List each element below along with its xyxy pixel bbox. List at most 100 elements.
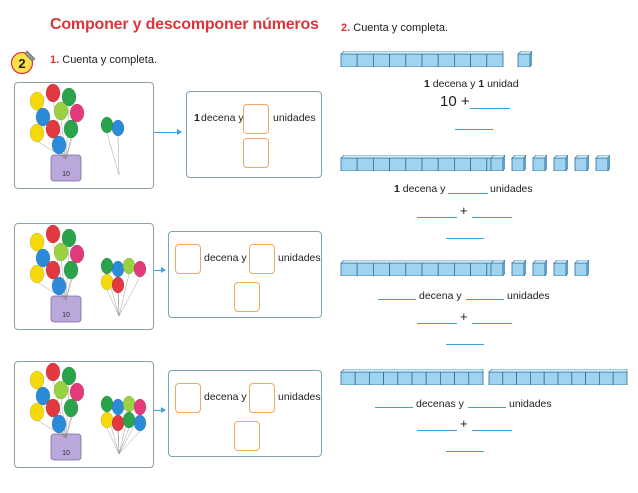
balloon (133, 414, 147, 432)
page-title: Componer y descomponer números (50, 16, 319, 33)
units-answer-box[interactable] (243, 104, 269, 134)
balloon (53, 101, 69, 121)
balloon (29, 402, 45, 422)
unit-cube-icon (517, 51, 532, 67)
tens-label: decena y (204, 391, 247, 403)
ex2-row1-line2: 10 + (440, 93, 470, 110)
total-answer-box[interactable] (234, 282, 260, 312)
answer-blank[interactable] (446, 344, 484, 345)
answer-blank[interactable] (417, 430, 457, 431)
balloon (53, 380, 69, 400)
total-answer-box[interactable] (234, 421, 260, 451)
balloon (111, 260, 125, 278)
balloon (111, 276, 125, 294)
balloon (51, 276, 67, 296)
unit-cube-icon (595, 155, 610, 171)
exercise2-heading: 2. Cuenta y completa. (341, 22, 449, 34)
balloon (29, 91, 45, 111)
units-label: unidades (278, 252, 321, 264)
unit-cube-icon (511, 155, 526, 171)
answer-blank[interactable] (448, 193, 488, 194)
balloon (111, 119, 125, 137)
bag-label: 10 (62, 312, 70, 319)
balloon (35, 386, 51, 406)
units-answer-box[interactable] (249, 244, 275, 274)
balloon-bunch-illustration: 10 (29, 362, 147, 461)
answer-blank[interactable] (455, 129, 493, 130)
answer-blank[interactable] (417, 217, 457, 218)
tens-answer-box[interactable] (175, 383, 201, 413)
answer-blank[interactable] (466, 299, 504, 300)
unit-badge-icon: 2 (10, 49, 36, 75)
balloon (61, 87, 77, 107)
answer-blank[interactable] (472, 217, 512, 218)
unit-cube-icon (490, 260, 505, 276)
ex2-row1-line1: 1 decena y 1 unidad (424, 78, 519, 90)
balloon (63, 260, 79, 280)
plus-sign: + (460, 309, 468, 324)
answer-card-2: decena y unidades (168, 231, 322, 318)
answer-blank[interactable] (378, 299, 416, 300)
balloon (45, 224, 61, 244)
unit-cube-icon (574, 260, 589, 276)
balloon (51, 135, 67, 155)
balloon (100, 273, 114, 291)
units-label: unidades (509, 398, 552, 410)
balloon (63, 398, 79, 418)
unit-cube-icon (532, 155, 547, 171)
unit-cube-icon (553, 260, 568, 276)
balloon-picture-1: 10 (14, 82, 154, 189)
answer-blank[interactable] (470, 108, 510, 109)
balloon-bunch-illustration: 10 (29, 224, 147, 323)
unit-cube-icon (511, 260, 526, 276)
bag-label: 10 (62, 171, 70, 178)
answer-blank[interactable] (468, 407, 506, 408)
base-ten-blocks-4 (340, 369, 630, 389)
units-label: unidades (507, 290, 550, 302)
unit-cube-icon (532, 260, 547, 276)
plus-sign: + (460, 416, 468, 431)
balloon (45, 119, 61, 139)
balloon (122, 411, 136, 429)
given-tens-value: 1 (194, 112, 200, 124)
balloon (29, 123, 45, 143)
balloon (53, 242, 69, 262)
answer-blank[interactable] (417, 323, 457, 324)
base-ten-blocks-2 (340, 155, 620, 175)
answer-card-1: 1 decena y unidades (186, 91, 322, 178)
answer-blank[interactable] (446, 238, 484, 239)
unit-cube-icon (574, 155, 589, 171)
tens-answer-box[interactable] (175, 244, 201, 274)
ten-rod-icon (340, 51, 504, 67)
balloon (100, 395, 114, 413)
unit-cube-icon (553, 155, 568, 171)
answer-blank[interactable] (446, 451, 484, 452)
units-label: unidades (278, 391, 321, 403)
exercise1-heading: 1. Cuenta y completa. (50, 54, 158, 66)
base-ten-blocks-1 (340, 51, 620, 71)
answer-blank[interactable] (375, 407, 413, 408)
plus-sign: + (460, 203, 468, 218)
ex2-row2-line1: 1 decena y (394, 183, 446, 195)
answer-blank[interactable] (472, 323, 512, 324)
balloon-bunch-illustration: 10 (29, 83, 125, 182)
units-answer-box[interactable] (249, 383, 275, 413)
balloon (45, 260, 61, 280)
balloon (51, 414, 67, 434)
balloon (111, 398, 125, 416)
ten-rod-icon (340, 155, 504, 171)
arrow-icon (154, 129, 182, 135)
answer-blank[interactable] (472, 430, 512, 431)
units-label: unidades (490, 183, 533, 195)
balloon (100, 116, 114, 134)
tens-label: decena y (419, 290, 462, 302)
balloon (69, 103, 85, 123)
balloon (69, 382, 85, 402)
balloon-picture-3: 10 (14, 361, 154, 468)
arrow-icon (154, 267, 166, 273)
unit-cube-icon (490, 155, 505, 171)
arrow-icon (154, 407, 166, 413)
balloon (69, 244, 85, 264)
total-answer-box[interactable] (243, 138, 269, 168)
balloon (29, 232, 45, 252)
